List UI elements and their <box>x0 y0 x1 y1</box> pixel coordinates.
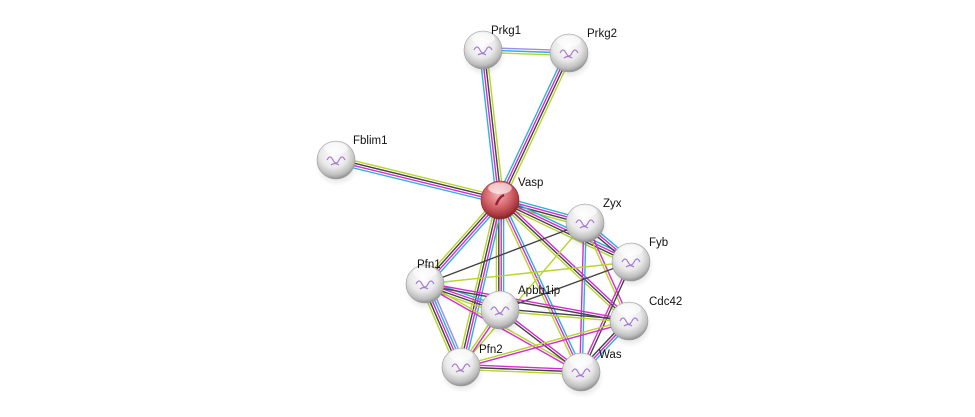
edge-line-yellowgreen <box>460 319 629 367</box>
node-highlight <box>488 292 512 304</box>
protein-structure-icon <box>415 280 435 290</box>
edge-line-magenta <box>501 197 632 320</box>
node-label: Pfn2 <box>479 344 503 356</box>
edge-line-black <box>500 53 571 201</box>
edge-line-black <box>336 158 501 200</box>
node-highlight <box>573 205 597 217</box>
node-highlight <box>324 142 348 154</box>
edge-line-magenta <box>499 199 582 373</box>
node-label: Pfn1 <box>417 259 441 271</box>
node-label: Fyb <box>649 237 668 249</box>
protein-structure-icon <box>490 306 510 316</box>
node-fyb[interactable]: Fyb <box>610 237 668 288</box>
node-highlight <box>557 35 581 47</box>
edge-vasp-pfn2[interactable] <box>456 199 505 368</box>
edge-line-black <box>424 222 586 285</box>
edge-pfn1-cdc42[interactable] <box>424 282 630 323</box>
node-label: Was <box>599 349 622 361</box>
edge-line-black <box>499 199 630 322</box>
edge-vasp-fblim1[interactable] <box>334 155 502 205</box>
node-highlight <box>413 266 437 278</box>
node-highlight <box>619 244 643 256</box>
node-highlight <box>617 303 641 315</box>
node-label: Zyx <box>603 198 622 210</box>
node-pfn1[interactable]: Pfn1 <box>404 259 448 310</box>
edge-fyb-pfn1[interactable] <box>424 261 632 285</box>
protein-structure-icon <box>571 368 591 378</box>
edge-line-yellowgreen <box>497 200 580 374</box>
node-apbb1ip[interactable]: Apbb1ip <box>479 285 560 336</box>
edge-vasp-was[interactable] <box>497 198 584 374</box>
protein-structure-icon <box>494 193 505 206</box>
protein-structure-icon <box>575 219 595 229</box>
protein-structure-icon <box>473 46 493 56</box>
node-label: Apbb1ip <box>518 285 560 297</box>
protein-structure-icon <box>451 363 471 373</box>
edge-vasp-prkg2[interactable] <box>496 51 573 202</box>
edge-line-magenta <box>461 321 630 369</box>
node-zyx[interactable]: Zyx <box>564 198 622 249</box>
node-label: Cdc42 <box>649 296 682 308</box>
edge-fyb-apbb1ip[interactable] <box>499 261 632 311</box>
edge-line-cyan <box>334 162 500 205</box>
node-highlight <box>488 182 512 194</box>
edge-line-yellowgreen <box>497 201 628 324</box>
edge-line-yellowgreen <box>502 54 573 202</box>
node-label: Prkg2 <box>587 28 617 40</box>
protein-structure-icon <box>621 258 641 268</box>
node-highlight <box>569 354 593 366</box>
node-pfn2[interactable]: Pfn2 <box>440 344 503 393</box>
edge-line-magenta <box>461 200 502 368</box>
edge-line-cyan <box>496 51 567 199</box>
protein-structure-icon <box>559 49 579 59</box>
protein-structure-icon <box>619 317 639 327</box>
edge-vasp-cdc42[interactable] <box>497 197 632 324</box>
node-layer: Prkg1 Prkg2Fblim1VaspZyxFybPfn1Apbb1ipCdc… <box>315 25 682 398</box>
node-label: Vasp <box>518 177 543 189</box>
node-prkg1[interactable]: Prkg1 <box>462 25 521 76</box>
edge-line-magenta <box>425 282 630 321</box>
node-label: Fblim1 <box>353 135 388 147</box>
node-cdc42[interactable]: Cdc42 <box>608 296 682 347</box>
node-prkg2[interactable]: Prkg2 <box>548 28 617 79</box>
edge-line-yellowgreen <box>424 261 632 285</box>
node-fblim1[interactable]: Fblim1 <box>315 135 388 186</box>
node-vasp[interactable]: Vasp <box>479 177 543 226</box>
edge-zyx-pfn1[interactable] <box>424 222 586 285</box>
edge-line-yellowgreen <box>460 222 586 368</box>
edge-line-magenta <box>335 160 500 202</box>
edge-zyx-pfn2[interactable] <box>460 222 586 368</box>
edge-line-yellowgreen <box>456 199 498 367</box>
edge-line-cyan <box>463 200 505 368</box>
node-label: Prkg1 <box>491 25 521 37</box>
node-highlight <box>471 32 495 44</box>
node-highlight <box>449 349 473 361</box>
edge-line-black <box>499 261 632 311</box>
edge-line-black <box>459 199 500 367</box>
edge-line-magenta <box>498 52 569 200</box>
node-was[interactable]: Was <box>560 349 622 398</box>
edge-line-yellowgreen <box>336 155 502 198</box>
edge-line-cyan <box>501 198 584 372</box>
edge-line-black <box>424 284 629 323</box>
edge-pfn2-cdc42[interactable] <box>460 319 630 369</box>
protein-structure-icon <box>326 156 346 166</box>
